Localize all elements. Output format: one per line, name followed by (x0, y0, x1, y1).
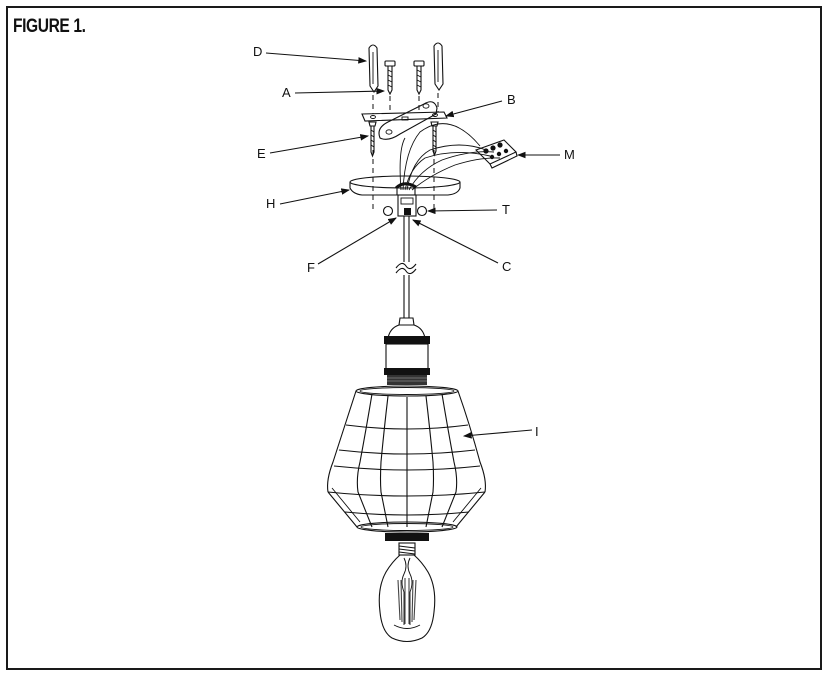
label-t: T (502, 202, 510, 217)
canopy (349, 175, 461, 196)
leader-line-i (462, 429, 533, 439)
label-e: E (257, 146, 266, 161)
power-cord (395, 216, 417, 318)
leader-line-c (412, 219, 499, 264)
leader-line-f (317, 217, 397, 265)
terminal-block (474, 139, 518, 169)
label-f: F (307, 260, 315, 275)
label-i: I (535, 424, 539, 439)
bracket-screw-left (368, 121, 377, 158)
label-c: C (502, 259, 511, 274)
leader-line-b (444, 100, 503, 118)
cage-shade (327, 385, 486, 533)
lamp-socket (384, 317, 430, 385)
screw-left (384, 60, 396, 96)
leader-line-d (265, 52, 368, 64)
figure-title: FIGURE 1. (13, 16, 86, 37)
mounting-bracket (361, 101, 448, 140)
supply-wires (399, 123, 501, 191)
label-a: A (282, 85, 291, 100)
label-h: H (266, 196, 275, 211)
canopy-screws (382, 205, 428, 217)
label-m: M (564, 147, 575, 162)
leader-line-t (426, 207, 498, 215)
leader-line-a (294, 87, 386, 95)
leader-line-h (279, 188, 351, 205)
wall-anchor-left (368, 44, 379, 93)
cord-grip (397, 194, 417, 217)
wall-anchor-right (433, 42, 444, 91)
label-d: D (253, 44, 262, 59)
screw-right (413, 60, 425, 96)
edison-bulb (378, 542, 436, 643)
leader-line-e (269, 134, 370, 154)
socket-ring (385, 533, 429, 541)
label-b: B (507, 92, 516, 107)
